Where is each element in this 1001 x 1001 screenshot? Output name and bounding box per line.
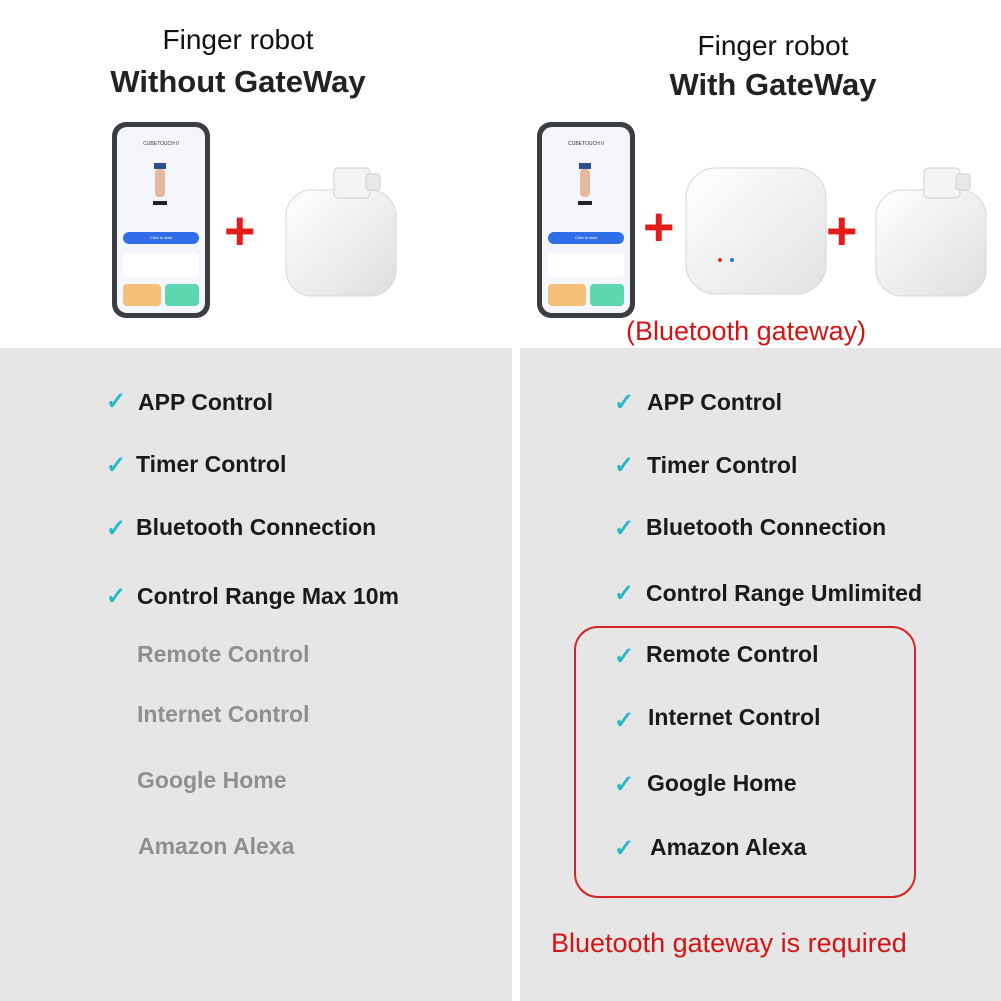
right-feature-internet-control: Internet Control	[648, 704, 821, 730]
smartphone-app-image: CUBETOUCH II Click to start	[112, 122, 210, 318]
right-feature-bluetooth-connection: Bluetooth Connection	[646, 514, 887, 540]
app-cycles-card	[123, 253, 199, 277]
check-icon: ✓	[614, 452, 635, 479]
left-feature-bluetooth-connection: Bluetooth Connection	[136, 514, 377, 540]
left-feature-internet-control: Internet Control	[137, 701, 310, 727]
app-mode-tile-right	[590, 284, 624, 306]
left-feature-remote-control: Remote Control	[137, 641, 310, 667]
check-icon: ✓	[106, 452, 127, 479]
app-settings-tile	[123, 284, 161, 306]
gateway-caption: (Bluetooth gateway)	[626, 316, 867, 346]
right-title-line1: Finger robot	[697, 30, 849, 61]
check-icon: ✓	[614, 515, 635, 542]
left-feature-panel	[0, 348, 512, 1001]
left-feature-timer-control: Timer Control	[136, 451, 287, 477]
finger-robot-device-image	[285, 167, 397, 297]
finger-robot-device-image-right	[875, 167, 987, 297]
finger-robot-illustration-right	[578, 163, 592, 205]
app-settings-tile-right	[548, 284, 586, 306]
gateway-required-note: Bluetooth gateway is required	[551, 928, 907, 958]
bluetooth-gateway-image	[685, 167, 827, 295]
left-title-line2: Without GateWay	[110, 64, 366, 99]
right-feature-timer-control: Timer Control	[647, 452, 798, 478]
check-icon: ✓	[106, 515, 127, 542]
left-feature-google-home: Google Home	[137, 767, 287, 793]
app-start-button-right: Click to start	[548, 232, 624, 244]
check-icon: ✓	[614, 835, 635, 862]
smartphone-app-image-right: CUBETOUCH II Click to start	[537, 122, 635, 318]
right-feature-remote-control: Remote Control	[646, 641, 819, 667]
check-icon: ✓	[106, 388, 127, 415]
right-feature-app-control: APP Control	[647, 389, 783, 415]
plus-icon: +	[224, 201, 256, 261]
plus-icon: +	[643, 197, 675, 257]
plus-icon: +	[826, 201, 858, 261]
right-title-line2: With GateWay	[669, 67, 877, 102]
check-icon: ✓	[614, 580, 635, 607]
right-feature-panel	[520, 348, 1001, 1001]
finger-robot-illustration	[153, 163, 167, 205]
right-feature-amazon-alexa: Amazon Alexa	[650, 834, 807, 860]
gateway-features-highlight-box	[574, 626, 916, 898]
app-screen-header: CUBETOUCH II	[143, 141, 179, 147]
left-feature-app-control: APP Control	[138, 389, 274, 415]
check-icon: ✓	[106, 583, 127, 610]
check-icon: ✓	[614, 771, 635, 798]
app-start-button: Click to start	[123, 232, 199, 244]
app-mode-tile	[165, 284, 199, 306]
right-feature-control-range: Control Range Umlimited	[646, 580, 923, 606]
left-feature-amazon-alexa: Amazon Alexa	[138, 833, 295, 859]
left-feature-control-range: Control Range Max 10m	[137, 583, 399, 609]
app-screen-header-right: CUBETOUCH II	[568, 141, 604, 147]
check-icon: ✓	[614, 389, 635, 416]
app-cycles-card-right	[548, 253, 624, 277]
check-icon: ✓	[614, 643, 635, 670]
left-title-line1: Finger robot	[162, 24, 314, 55]
right-feature-google-home: Google Home	[647, 770, 797, 796]
check-icon: ✓	[614, 707, 635, 734]
